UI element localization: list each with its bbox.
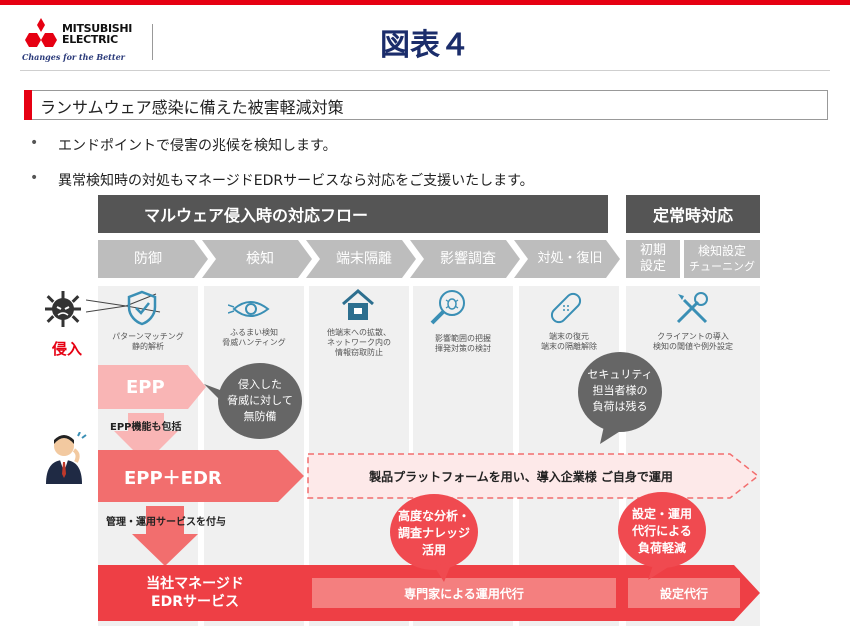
caption-steady-l2: 検知の閾値や例外設定 — [653, 342, 733, 351]
side-step-tuning-l2: チューニング — [689, 260, 755, 273]
step-investigate: 影響調査 — [440, 251, 496, 267]
expert-ops-box: 専門家による運用代行 — [312, 578, 616, 608]
bubble-knowledge-shape — [390, 494, 478, 582]
caption-defense-l1: パターンマッチング — [112, 332, 184, 341]
house-icon — [342, 289, 374, 320]
bubble-burden-l3: 負荷は残る — [592, 400, 648, 413]
caption-investigate-l2: 揮発対策の検討 — [435, 344, 491, 353]
bubble-load-reduction-l3: 負荷軽減 — [637, 540, 686, 555]
setting-proxy-label: 設定代行 — [659, 586, 708, 601]
caption-recover-l2: 端末の隔離解除 — [541, 342, 597, 351]
managed-edr-label: 当社マネージド EDRサービス — [110, 570, 280, 616]
bullet-dot: • — [30, 170, 39, 186]
subtitle-accent — [24, 90, 32, 120]
side-step-tuning: 検知設定 チューニング — [684, 240, 760, 278]
top-red-bar — [0, 0, 850, 5]
epp-edr-label: EPP＋EDR — [124, 468, 222, 489]
logo-tagline: Changes for the Better — [22, 52, 125, 62]
logo-line1: MITSUBISHI — [62, 22, 133, 35]
intrusion-label: 侵入 — [52, 340, 83, 358]
expert-ops-label: 専門家による運用代行 — [404, 586, 524, 601]
step-recover: 対処・復旧 — [537, 251, 603, 266]
bullet-1: エンドポイントで侵害の兆候を検知します。 — [58, 138, 337, 154]
caption-defense: パターンマッチング 静的解析 — [98, 332, 198, 352]
bubble-burden: セキュリティ 担当者様の 負荷は残る — [580, 356, 660, 426]
step-detect: 検知 — [246, 251, 274, 267]
steady-header: 定常時対応 — [626, 195, 760, 233]
logo-separator — [152, 24, 153, 60]
side-step-initial: 初期 設定 — [626, 240, 680, 278]
caption-isolate: 他端末への拡散、 ネットワーク内の 情報窃取防止 — [309, 328, 409, 358]
caption-investigate: 影響範囲の把握 揮発対策の検討 — [413, 334, 513, 354]
bubble-burden-shape — [578, 352, 662, 444]
bubble-burden-l2: 担当者様の — [592, 384, 648, 397]
virus-icon — [45, 291, 81, 327]
epp-arrow-shape — [98, 365, 206, 463]
bubble-load-reduction-l1: 設定・運用 — [631, 506, 692, 521]
flow-header: マルウェア侵入時の対応フロー — [98, 195, 608, 233]
bubble-knowledge-l2: 調査ナレッジ — [397, 525, 470, 540]
bubble-unprotected-l2: 脅威に対して — [227, 394, 293, 407]
caption-isolate-l2: ネットワーク内の — [327, 338, 391, 347]
step-defense: 防御 — [134, 251, 162, 267]
caption-detect-l2: 脅威ハンティング — [222, 338, 286, 347]
bullet-2: 異常検知時の対処もマネージドEDRサービスなら対応をご支援いたします。 — [58, 173, 534, 189]
bubble-burden-l1: セキュリティ — [587, 368, 653, 381]
bubble-unprotected-l3: 無防備 — [243, 410, 277, 423]
header-divider — [20, 70, 830, 71]
managed-edr-l1: 当社マネージド — [146, 576, 244, 592]
setting-proxy-box: 設定代行 — [628, 578, 740, 608]
page-title: 図表４ — [380, 28, 470, 63]
side-step-initial-l2: 設定 — [639, 259, 666, 274]
mitsubishi-logo-icon — [25, 18, 57, 47]
epp-note: EPP機能も包括 — [110, 422, 182, 433]
bubble-unprotected-shape — [204, 363, 302, 439]
epp-label: EPP — [126, 377, 165, 398]
bubble-load-reduction-shape — [618, 492, 706, 580]
managed-edr-l2: EDRサービス — [151, 594, 239, 610]
epp-edr-note: 管理・運用サービスを付与 — [106, 517, 226, 528]
caption-isolate-l1: 他端末への拡散、 — [327, 328, 391, 337]
caption-steady: クライアントの導入 検知の閾値や例外設定 — [626, 332, 760, 352]
worried-person-icon — [46, 432, 87, 484]
caption-recover-l1: 端末の復元 — [549, 332, 589, 341]
flow-header-text: マルウェア侵入時の対応フロー — [144, 206, 369, 225]
epp-edr-arrow-shape — [98, 450, 304, 566]
magnifier-bug-icon — [430, 290, 465, 325]
self-ops-banner-shape — [307, 453, 760, 499]
caption-investigate-l1: 影響範囲の把握 — [435, 334, 491, 343]
caption-detect: ふるまい検知 脅威ハンティング — [204, 328, 304, 348]
caption-steady-l1: クライアントの導入 — [657, 332, 729, 341]
caption-isolate-l3: 情報窃取防止 — [335, 348, 383, 357]
bandage-icon — [550, 292, 582, 324]
side-step-initial-l1: 初期 — [639, 243, 666, 258]
bubble-knowledge: 高度な分析・ 調査ナレッジ 活用 — [394, 500, 474, 566]
step-isolate: 端末隔離 — [336, 251, 392, 267]
caption-detect-l1: ふるまい検知 — [230, 328, 278, 337]
side-step-tuning-l1: 検知設定 — [697, 244, 746, 258]
bubble-knowledge-l3: 活用 — [421, 542, 446, 557]
bubble-unprotected-l1: 侵入した — [238, 378, 282, 391]
bullet-dot: • — [30, 135, 39, 151]
caption-defense-l2: 静的解析 — [132, 342, 164, 351]
shield-icon — [127, 290, 157, 326]
tools-icon — [676, 292, 708, 324]
bubble-load-reduction: 設定・運用 代行による 負荷軽減 — [622, 498, 702, 564]
bubble-unprotected: 侵入した 脅威に対して 無防備 — [220, 368, 300, 434]
flow-steps-chevrons — [98, 240, 620, 278]
caption-recover: 端末の復元 端末の隔離解除 — [519, 332, 619, 352]
subtitle: ランサムウェア感染に備えた被害軽減対策 — [40, 98, 344, 117]
logo-line2: ELECTRIC — [62, 33, 118, 46]
eye-icon — [228, 301, 270, 317]
bubble-load-reduction-l2: 代行による — [632, 523, 692, 538]
bubble-knowledge-l1: 高度な分析・ — [397, 508, 470, 523]
steady-header-text: 定常時対応 — [652, 206, 733, 225]
self-ops-banner: 製品プラットフォームを用い、導入企業様 ご自身で運用 — [369, 469, 673, 484]
